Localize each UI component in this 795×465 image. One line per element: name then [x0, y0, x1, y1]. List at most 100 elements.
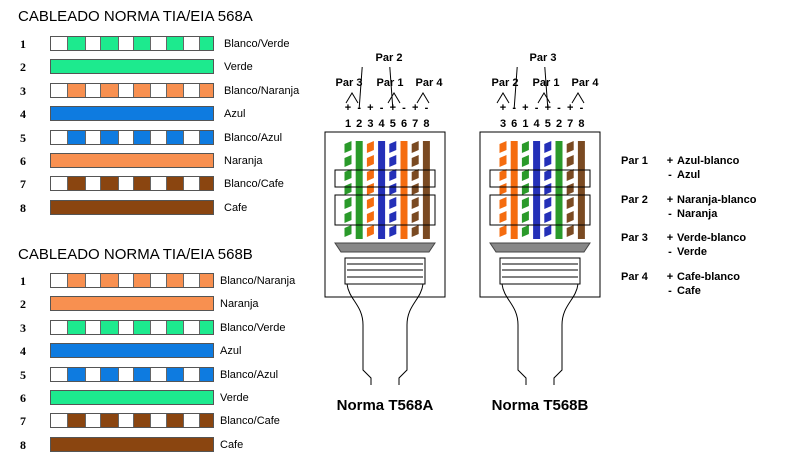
wire-label: Blanco/Verde [220, 321, 286, 334]
plug-wire-stripe [521, 183, 529, 195]
polarity-sign: - [425, 102, 429, 114]
pin-number: 7 [567, 118, 573, 130]
plug-wire-stripe [411, 155, 419, 167]
pair-label: Par 2 [492, 77, 519, 89]
plug-wire-stripe [411, 183, 419, 195]
polarity-sign: + [545, 102, 551, 114]
pin-number: 5 [20, 367, 26, 382]
wire-label: Verde [224, 61, 253, 74]
wire-stripe [133, 83, 152, 97]
legend-entry: Par 3+Verde-blanco-Verde [621, 231, 791, 261]
wire-stripe [165, 83, 185, 97]
pair-bracket [358, 66, 363, 109]
polarity-sign: - [580, 102, 584, 114]
plug-wire-stripe [344, 169, 352, 181]
pair-bracket [544, 66, 549, 109]
pin-number: 7 [20, 414, 26, 429]
plug-caption: Norma T568A [337, 397, 434, 414]
plug-wire-stripe [366, 155, 374, 167]
pin-number: 5 [545, 118, 551, 130]
polarity-sign: + [567, 102, 573, 114]
plug-wire-stripe [389, 183, 397, 195]
pin-number: 2 [556, 118, 562, 130]
t568b-row-6: 6 Verde [18, 389, 318, 407]
pin-number: 6 [20, 391, 26, 405]
pin-number: 1 [345, 118, 351, 130]
plug-wire-stripe [521, 225, 529, 237]
wire-stripe [165, 320, 185, 334]
wire-swatch [50, 82, 214, 98]
plug-wire-stripe [344, 211, 352, 223]
wire-stripe [198, 83, 213, 97]
wire-label: Verde [220, 392, 249, 404]
plug-wire-stripe [499, 197, 507, 209]
wire-swatch [50, 59, 214, 75]
polarity-sign: - [357, 102, 361, 114]
wire-stripe [133, 320, 152, 334]
plug-wire [510, 141, 518, 239]
plug-wire-stripe [389, 169, 397, 181]
polarity-sign: + [367, 102, 373, 114]
pin-number: 5 [390, 118, 396, 130]
pin-number: 8 [423, 118, 429, 130]
legend-pair-name: Par 3 [621, 232, 648, 244]
wire-stripe [165, 367, 185, 381]
legend-minus-wire: Azul [677, 169, 701, 181]
wire-stripe [165, 37, 185, 50]
plug-wire-stripe [544, 197, 552, 209]
wire-stripe [165, 130, 185, 144]
minus-sign: - [668, 284, 672, 297]
wire-stripe [100, 177, 119, 191]
pair-bracket [513, 66, 518, 109]
legend-minus-wire: Verde [677, 246, 707, 258]
wire-stripe [133, 414, 152, 428]
plug-wire-stripe [344, 197, 352, 209]
pin-number: 6 [401, 118, 407, 130]
legend-entry: Par 1+Azul-blanco-Azul [621, 154, 791, 184]
pin-number: 8 [578, 118, 584, 130]
plug-latch [489, 242, 591, 253]
plug-wire-stripe [521, 169, 529, 181]
pair-label: Par 2 [376, 52, 403, 64]
wire-label: Blanco/Verde [224, 38, 290, 50]
wire-stripe [133, 130, 152, 144]
wire-stripe [165, 177, 185, 191]
plus-sign: + [666, 155, 674, 167]
wire-swatch [50, 296, 214, 312]
plug-boot [344, 257, 426, 285]
wire-stripe [67, 37, 86, 50]
wire-stripe [67, 320, 86, 334]
plug-wire-stripe [366, 197, 374, 209]
plug-wire-stripe [544, 141, 552, 153]
pin-number: 8 [20, 437, 26, 452]
wire-swatch [50, 273, 214, 288]
legend-plus-wire: Naranja-blanco [677, 193, 757, 206]
minus-sign: - [668, 246, 672, 258]
plug-wire-stripe [521, 211, 529, 223]
pair-label: Par 4 [572, 77, 600, 89]
wire-swatch [50, 153, 214, 168]
pair-bracket [416, 92, 430, 104]
wire-stripe [67, 414, 86, 428]
polarity-sign: + [345, 102, 351, 114]
pair-bracket [496, 92, 510, 104]
plug-wire-stripe [499, 169, 507, 181]
legend-entry: Par 2+Naranja-blanco-Naranja [621, 193, 791, 223]
pin-number: 6 [20, 154, 26, 168]
plug-wire-stripe [566, 197, 574, 209]
plug-wire-stripe [544, 225, 552, 237]
wire-swatch [50, 106, 214, 122]
wire-stripe [133, 37, 152, 50]
plug-wire-stripe [544, 183, 552, 195]
wire-label: Blanco/Naranja [224, 84, 300, 97]
plug-wire-stripe [344, 225, 352, 237]
wire-stripe [198, 414, 213, 428]
legend-plus-wire: Azul-blanco [677, 155, 740, 167]
pin-number: 5 [20, 130, 26, 145]
